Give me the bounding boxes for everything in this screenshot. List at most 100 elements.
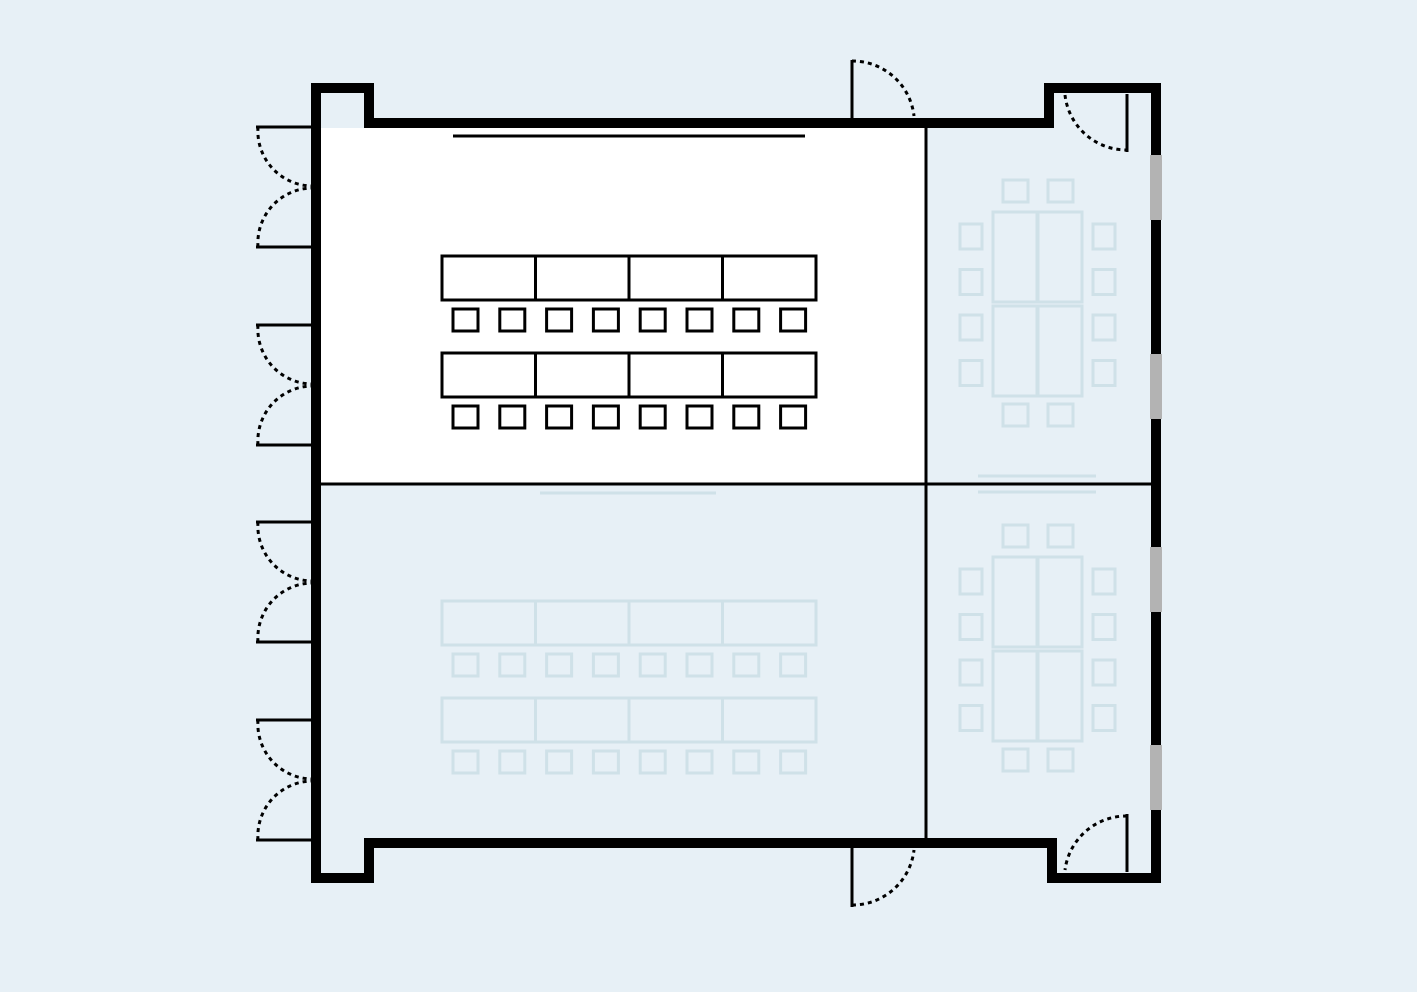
table-icon (991, 304, 1039, 398)
chair-icon (545, 652, 574, 678)
chair-icon (545, 307, 574, 333)
doors (256, 59, 1129, 907)
table-icon (1036, 649, 1084, 743)
table-icon (991, 649, 1039, 743)
chair-icon (1046, 523, 1075, 549)
bottom-door-center[interactable] (850, 848, 916, 907)
door-swing-icon (256, 719, 312, 781)
window-icon (1150, 547, 1162, 612)
chair-icon (958, 313, 984, 342)
table-icon (627, 599, 724, 647)
table-icon (1036, 210, 1084, 304)
chair-icon (685, 749, 714, 775)
chair-icon (1091, 313, 1117, 342)
chair-icon (451, 749, 480, 775)
door-swing-icon (851, 59, 916, 117)
chair-icon (1091, 359, 1117, 387)
window-icon (1150, 354, 1162, 419)
table-icon (534, 599, 631, 647)
chair-icon (779, 307, 808, 333)
chair-icon (779, 404, 808, 430)
left-double-door-2[interactable] (256, 323, 312, 447)
left-double-door-1[interactable] (256, 125, 312, 249)
door-swing-icon (256, 384, 312, 446)
chair-icon (958, 704, 984, 732)
chair-icon (1091, 613, 1117, 641)
chair-icon (638, 307, 667, 333)
room-top-left-fill[interactable] (321, 128, 926, 484)
top-door-right[interactable] (1063, 94, 1129, 152)
chair-icon (1046, 402, 1075, 428)
chair-icon (591, 749, 620, 775)
chair-icon (451, 404, 480, 430)
table-icon (991, 555, 1039, 649)
table-icon (627, 696, 724, 744)
door-swing-icon (1063, 814, 1128, 871)
door-swing-icon (1063, 94, 1128, 152)
outer-wall (311, 83, 1161, 883)
chair-icon (591, 652, 620, 678)
table-icon (721, 696, 818, 744)
chair-icon (779, 652, 808, 678)
door-swing-icon (256, 324, 312, 386)
table-icon (721, 351, 818, 399)
table-icon (1036, 555, 1084, 649)
chair-icon (1001, 402, 1030, 428)
chair-icon (1046, 747, 1075, 773)
door-swing-icon (256, 186, 312, 248)
table-icon (1036, 304, 1084, 398)
table-icon (991, 210, 1039, 304)
chair-icon (732, 652, 761, 678)
left-double-door-4[interactable] (256, 718, 312, 842)
chair-icon (685, 404, 714, 430)
door-swing-icon (851, 849, 916, 907)
chair-icon (732, 307, 761, 333)
chair-icon (638, 652, 667, 678)
table-icon (534, 696, 631, 744)
chair-icon (779, 749, 808, 775)
chair-icon (638, 749, 667, 775)
window-icon (1150, 155, 1162, 220)
window-icon (1150, 745, 1162, 810)
room-top-right-furniture[interactable] (958, 178, 1117, 428)
left-double-door-3[interactable] (256, 520, 312, 644)
chair-icon (958, 222, 984, 251)
chair-icon (1091, 658, 1117, 687)
top-door-center[interactable] (850, 59, 916, 118)
chair-icon (958, 359, 984, 387)
chair-icon (1091, 222, 1117, 251)
chair-icon (732, 404, 761, 430)
table-icon (440, 696, 537, 744)
chair-icon (958, 613, 984, 641)
chair-icon (498, 307, 527, 333)
chair-icon (685, 307, 714, 333)
chair-icon (545, 404, 574, 430)
room-bottom-right-furniture[interactable] (958, 523, 1117, 773)
chair-icon (498, 652, 527, 678)
chair-icon (685, 652, 714, 678)
bottom-door-right[interactable] (1063, 814, 1129, 872)
table-icon (440, 599, 537, 647)
room-bottom-left-furniture[interactable] (440, 599, 818, 775)
chair-icon (498, 404, 527, 430)
chair-icon (958, 567, 984, 596)
chair-icon (1001, 747, 1030, 773)
door-swing-icon (256, 521, 312, 583)
chair-icon (591, 307, 620, 333)
table-icon (721, 254, 818, 302)
chair-icon (451, 307, 480, 333)
chair-icon (958, 268, 984, 296)
chair-icon (1001, 178, 1030, 204)
chair-icon (591, 404, 620, 430)
door-swing-icon (256, 581, 312, 643)
chair-icon (1001, 523, 1030, 549)
window-group (1150, 155, 1162, 810)
chair-icon (498, 749, 527, 775)
table-icon (721, 599, 818, 647)
chair-icon (1091, 704, 1117, 732)
door-swing-icon (256, 126, 312, 188)
room-top-left[interactable] (321, 128, 926, 484)
room-top-left-furniture (440, 254, 818, 430)
chair-icon (958, 658, 984, 687)
